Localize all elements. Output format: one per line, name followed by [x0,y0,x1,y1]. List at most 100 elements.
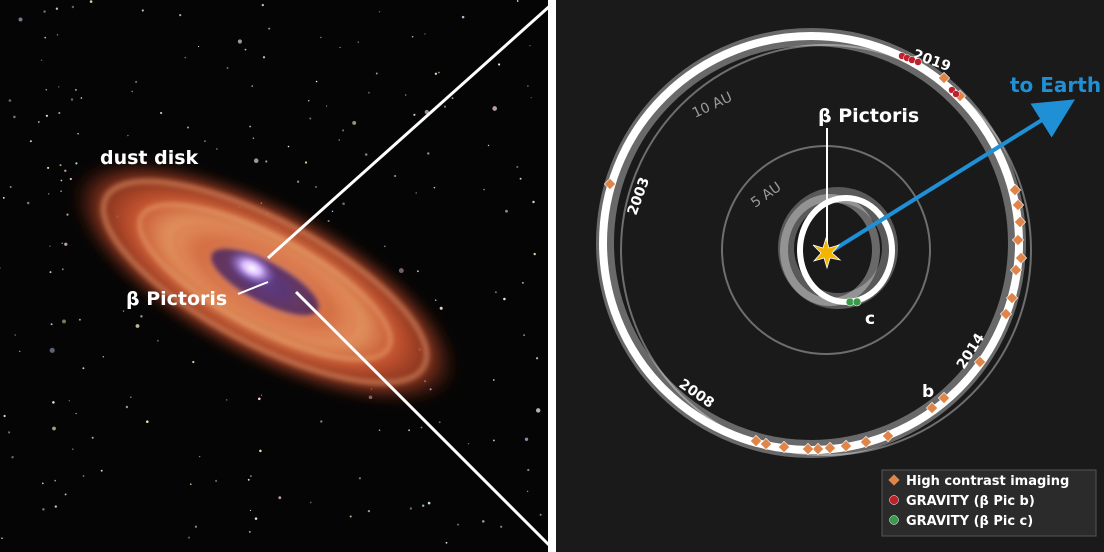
background-star [237,39,242,44]
to-earth-label: to Earth [1010,73,1101,97]
background-star [13,115,16,119]
background-star [320,420,323,423]
background-star [522,282,524,284]
background-star [135,80,138,83]
background-star [225,399,228,401]
legend-label-imaging: High contrast imaging [906,474,1069,489]
background-star [54,479,57,482]
background-star [357,41,360,43]
background-star [72,448,74,450]
background-star [254,517,258,520]
background-star [204,140,206,142]
background-star [82,475,85,477]
background-star [125,405,129,409]
legend-green-circle-icon [889,515,899,525]
background-star [527,468,530,472]
background-star [49,245,51,247]
imaging-marker-diamond [937,71,951,85]
background-star [59,164,62,167]
background-star [492,106,498,111]
background-star [451,97,454,99]
legend-label-gravity-b: GRAVITY (β Pic b) [906,494,1035,509]
background-star [140,315,143,318]
background-star [71,5,75,9]
background-star [248,531,251,533]
background-star [498,63,501,66]
background-star [190,483,192,485]
background-star [383,245,386,248]
background-star [461,15,465,19]
background-star [75,412,77,415]
background-star [438,421,441,424]
background-star [62,319,66,324]
background-star [156,339,159,342]
background-star [439,306,443,310]
background-star [58,111,61,115]
background-star [315,186,317,188]
background-star [52,426,56,431]
background-star [342,129,345,132]
background-star [75,162,78,165]
background-star [405,94,407,96]
imaging-marker-diamond [1013,215,1027,229]
background-star [43,10,46,13]
background-star [77,132,79,135]
background-star [135,324,140,328]
background-star [146,420,149,423]
background-star [45,114,49,117]
background-star [226,67,229,69]
background-star [375,72,378,75]
background-star [252,137,255,139]
background-star [42,508,45,511]
background-star [482,520,485,523]
background-star [287,145,290,148]
background-star [261,3,264,7]
background-star [216,148,218,150]
left-star-label: β Pictoris [126,288,227,310]
background-star [434,72,438,75]
background-star [327,219,330,223]
background-star [184,56,187,59]
background-star [249,509,252,512]
background-star [309,117,312,120]
right-star-label: β Pictoris [818,105,919,127]
imaging-marker-diamond [1011,198,1025,212]
imaging-marker-diamond [603,177,617,191]
background-star [127,134,129,137]
background-star [45,88,48,91]
legend-diamond-icon [888,474,900,486]
background-star [18,17,23,22]
background-star [47,166,50,169]
background-star [304,161,308,164]
background-star [3,414,6,418]
gravity-c-marker [852,297,862,307]
dust-disk-label: dust disk [100,147,199,169]
background-star [78,318,81,321]
background-star [433,186,436,189]
background-star [268,27,271,30]
imaging-marker-diamond [823,441,837,455]
background-star [535,408,541,413]
background-star [75,89,77,91]
legend-item-gravity-c: GRAVITY (β Pic c) [889,514,1033,529]
background-star [64,242,68,246]
imaging-marker-diamond [925,401,939,415]
background-star [422,504,425,507]
imaging-marker-diamond [937,391,951,405]
background-star [487,144,490,147]
background-star [64,169,67,173]
background-star [427,501,431,505]
background-star [416,270,419,273]
background-star [89,0,93,3]
background-star [61,268,64,271]
background-star [249,125,252,128]
imaging-marker-diamond [859,435,873,449]
background-star [278,496,282,500]
imaging-marker-diamond [801,442,815,456]
background-star [527,85,529,87]
background-star [60,179,63,182]
background-star [37,121,40,123]
background-star [102,356,104,358]
background-star [60,190,62,192]
background-star [409,507,413,510]
